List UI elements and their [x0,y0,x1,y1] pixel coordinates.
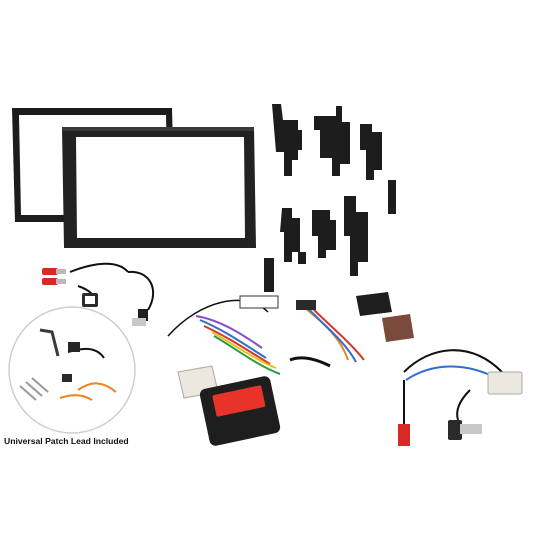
aerial-adapter [398,349,523,446]
patch-lead-inset [8,306,136,434]
bracket [388,180,396,214]
bracket [298,252,306,264]
bracket [264,258,274,292]
bracket [360,124,382,180]
bracket [296,130,302,150]
bracket [280,208,300,262]
bracket [344,196,368,276]
patch-lead-caption: Universal Patch Lead Included [4,436,129,446]
bracket [312,210,336,258]
fascia-panel-front [62,127,256,248]
steering-interface-harness [167,292,414,446]
bracket [314,106,350,176]
mounting-brackets [264,104,396,292]
bracket [272,104,298,176]
rca-usb-leads [42,262,155,326]
